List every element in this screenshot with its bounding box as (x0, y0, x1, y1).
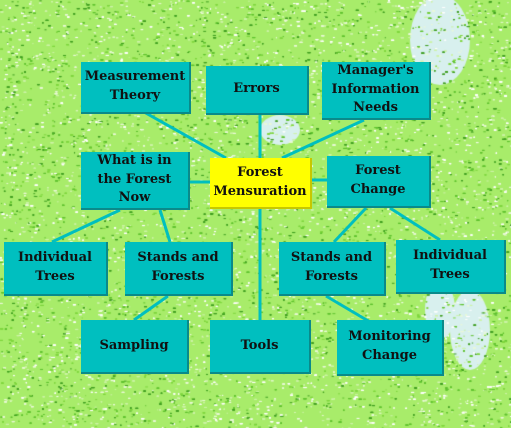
node-monitoring-change: Monitoring Change (337, 320, 444, 376)
node-forest-mensuration-label: Forest Mensuration (213, 164, 307, 199)
node-monitoring-change-label: Monitoring Change (348, 329, 431, 363)
connector-managers-needs (281, 118, 365, 160)
node-managers-information-needs: Manager's Information Needs (322, 62, 431, 120)
node-stands-and-forests-right-label: Stands and Forests (290, 250, 373, 284)
node-managers-information-needs-label: Manager's Information Needs (331, 62, 420, 116)
node-what-is-in-the-forest-now-label: What is in the Forest Now (97, 152, 172, 206)
connector-sampling (133, 294, 169, 322)
node-sampling-label: Sampling (99, 337, 169, 353)
node-what-is-in-the-forest-now: What is in the Forest Now (81, 152, 190, 210)
connector-stands-right (332, 206, 368, 244)
node-measurement-theory: Measurement Theory (81, 62, 191, 114)
node-individual-trees-left-label: Individual Trees (18, 250, 92, 284)
connector-individual-trees-right (389, 206, 441, 242)
node-errors-label: Errors (233, 81, 280, 97)
connector-measurement-theory (143, 110, 227, 160)
node-sampling: Sampling (81, 320, 189, 374)
connector-stands-left (158, 209, 172, 243)
node-forest-change-label: Forest Change (350, 163, 406, 197)
node-errors: Errors (206, 66, 309, 115)
node-stands-and-forests-left-label: Stands and Forests (137, 250, 219, 284)
connector-individual-trees-left (51, 208, 121, 244)
node-stands-and-forests-left: Stands and Forests (125, 242, 233, 296)
node-individual-trees-right: Individual Trees (396, 240, 506, 294)
node-tools-label: Tools (240, 337, 279, 353)
node-individual-trees-right-label: Individual Trees (413, 248, 487, 282)
node-measurement-theory-label: Measurement Theory (84, 69, 186, 103)
connector-monitoring-change (325, 294, 371, 324)
node-forest-change: Forest Change (327, 156, 431, 208)
node-individual-trees-left: Individual Trees (4, 242, 108, 296)
node-forest-mensuration: Forest Mensuration (210, 158, 312, 209)
node-stands-and-forests-right: Stands and Forests (279, 242, 386, 296)
node-tools: Tools (210, 320, 311, 374)
